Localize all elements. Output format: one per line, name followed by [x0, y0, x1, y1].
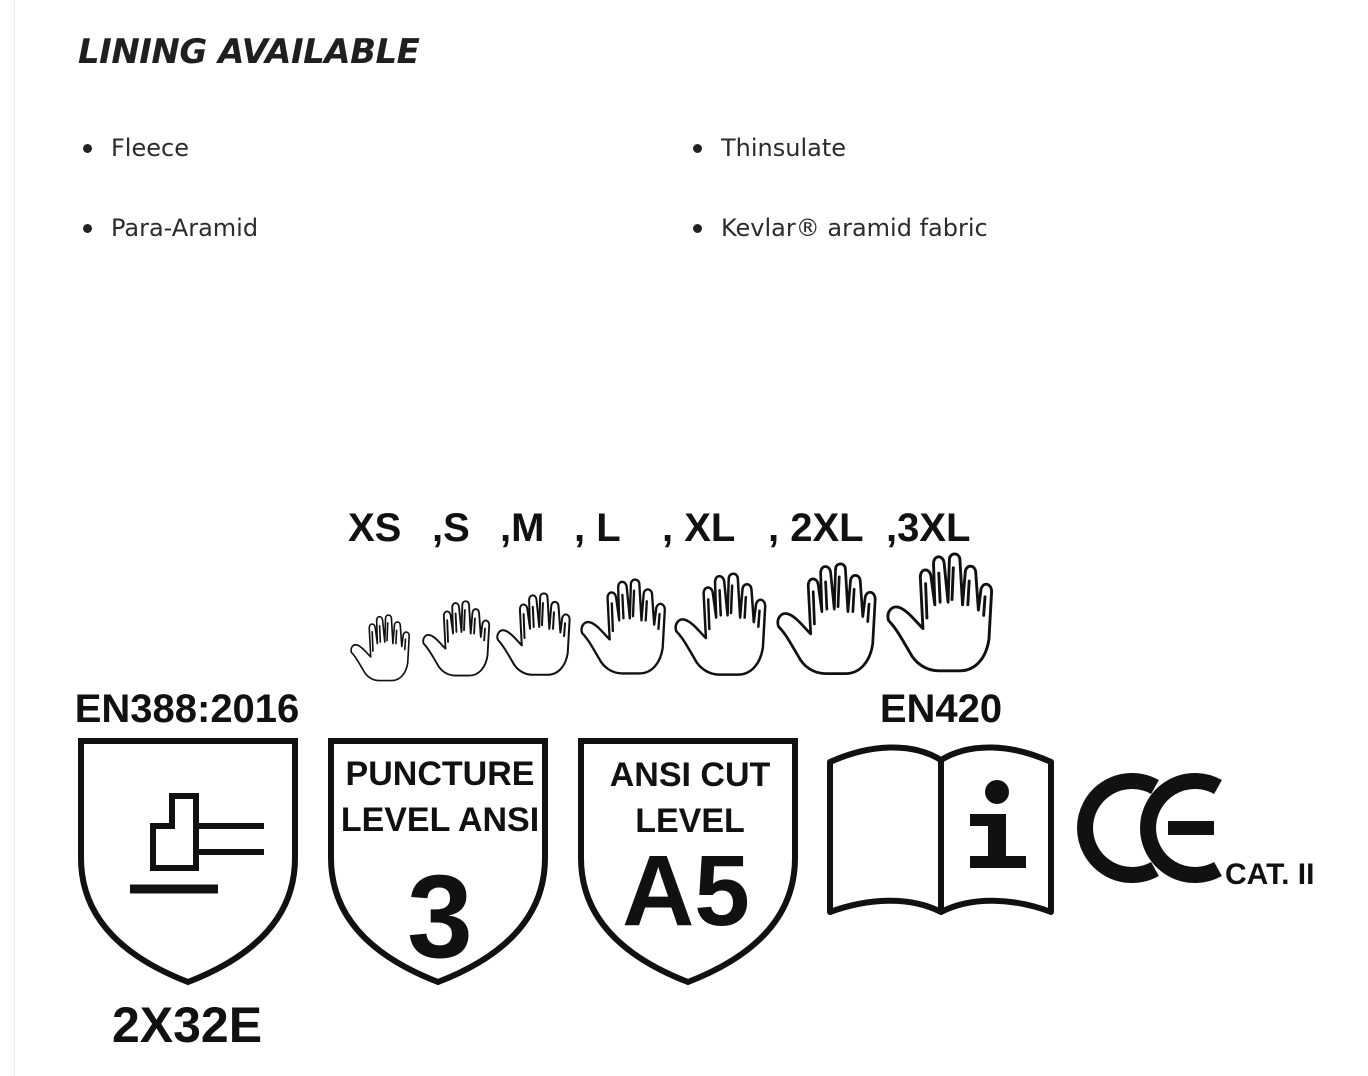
- size-label: , L: [574, 506, 621, 550]
- glove-icon: [580, 578, 666, 675]
- size-label: XS: [348, 506, 401, 550]
- size-label: , 2XL: [768, 506, 864, 550]
- list-item: Fleece: [78, 128, 189, 168]
- lining-option-label: Kevlar® aramid fabric: [721, 214, 988, 242]
- hammer-pictogram-icon: [130, 793, 264, 894]
- glove-icon: [422, 600, 491, 677]
- glove-icon: [674, 572, 767, 676]
- en420-symbol: EN420: [827, 687, 1054, 915]
- glove-size-icons: [350, 552, 994, 682]
- puncture-line1: PUNCTURE: [346, 755, 535, 793]
- shield-outline: [78, 738, 298, 986]
- ansi-cut-line1: ANSI CUT: [610, 756, 771, 794]
- glove-icon: [350, 614, 411, 682]
- bullet-icon: [693, 224, 702, 233]
- size-label: ,3XL: [886, 506, 970, 550]
- ansi-cut-shield: ANSI CUT LEVEL A5: [578, 738, 798, 986]
- en420-standard-label: EN420: [880, 687, 1002, 731]
- page-left-border: [14, 0, 15, 1076]
- ce-e-bar: [1168, 821, 1214, 835]
- bullet-icon: [83, 224, 92, 233]
- lining-option-label: Thinsulate: [721, 134, 847, 162]
- list-item: Kevlar® aramid fabric: [688, 208, 988, 248]
- bullet-icon: [83, 144, 92, 153]
- size-label: ,M: [500, 506, 544, 550]
- lining-option-label: Para-Aramid: [111, 214, 259, 242]
- section-title: LINING AVAILABLE: [78, 32, 420, 72]
- info-letter-icon: [970, 780, 1026, 868]
- list-item: Para-Aramid: [78, 208, 258, 248]
- size-label: , XL: [662, 506, 735, 550]
- glove-icon: [776, 562, 877, 675]
- certification-symbols-graphic: XS ,S ,M , L , XL , 2XL ,3XL EN388:2016 …: [75, 506, 1315, 1053]
- puncture-line2: LEVEL ANSI: [341, 801, 539, 839]
- lining-option-label: Fleece: [111, 134, 189, 162]
- info-book-icon: [827, 744, 1054, 915]
- size-labels: XS ,S ,M , L , XL , 2XL ,3XL: [348, 506, 970, 550]
- shield-outline: [578, 738, 798, 986]
- ce-c-glyph: [1077, 773, 1159, 883]
- ce-category-label: CAT. II: [1225, 858, 1314, 891]
- list-item: Thinsulate: [688, 128, 846, 168]
- ce-e-glyph: [1140, 773, 1222, 883]
- glove-icon: [886, 552, 994, 673]
- ansi-cut-line2: LEVEL: [635, 802, 745, 840]
- shield-outline: [328, 738, 548, 986]
- en388-shield: EN388:2016 2X32E: [75, 687, 300, 1053]
- puncture-level: 3: [407, 851, 473, 983]
- lining-options-list: Fleece Thinsulate Para-Aramid Kevlar® ar…: [78, 128, 1318, 258]
- en388-rating: 2X32E: [112, 997, 262, 1053]
- ansi-cut-level: A5: [622, 835, 750, 947]
- puncture-shield: PUNCTURE LEVEL ANSI 3: [328, 738, 548, 986]
- size-label: ,S: [432, 506, 470, 550]
- ce-mark: CAT. II: [1077, 773, 1314, 891]
- glove-icon: [496, 592, 571, 676]
- en388-standard-label: EN388:2016: [75, 687, 300, 731]
- bullet-icon: [693, 144, 702, 153]
